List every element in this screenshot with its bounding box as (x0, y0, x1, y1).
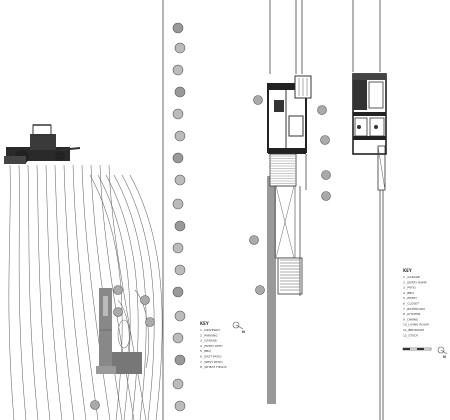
plan-north-arrow-icon: N (437, 346, 448, 359)
plan-key-item: 4 _BBQ (403, 291, 414, 295)
scale-bar (402, 347, 432, 351)
upper-floor-plan (352, 73, 387, 191)
site-key-title: KEY (200, 321, 209, 326)
plan-key-title: KEY (403, 268, 412, 273)
plan-key-item: 6 _CLOSET (403, 302, 419, 306)
plan-key-item: 1 _GARAGE (403, 275, 420, 279)
plan-key-item: 5 _ENTRY (403, 296, 417, 300)
plan-key-item: 10_LIVING ROOM (403, 323, 429, 327)
tractor-illustration (4, 124, 81, 164)
road-tree-row (90, 22, 331, 412)
site-key-item: 1 _DRIVEWAY (200, 328, 220, 332)
site-key-item: 7 _WEST PATIO (200, 360, 223, 364)
site-key-item: 2 _PARKING (200, 333, 218, 337)
site-north-label: N (242, 330, 245, 334)
site-key-item: 8 _WHEAT FIELDS (200, 365, 227, 369)
plan-key-item: 11_BEDROOM (403, 328, 424, 332)
plan-north-label: N (443, 355, 446, 359)
site-key-item: 6 _EAST PATIO (200, 355, 222, 359)
wheat-field-contours (8, 164, 163, 420)
plan-key-item: 3 _PATIO (403, 286, 417, 290)
floor-plan (267, 75, 312, 404)
plan-key-item: 8 _KITCHEN (403, 312, 420, 316)
site-key-item: 5 _BBQ (200, 349, 211, 353)
site-plan-house (96, 288, 142, 374)
plan-key-item: 9 _DINING (403, 317, 419, 321)
plan-key-item: 2 _ENTRY RAMP (403, 280, 427, 284)
site-key-item: 4 _ENTRY PATH (200, 344, 223, 348)
plan-key-item: 12_STUDY (403, 333, 418, 337)
road-lines (162, 0, 384, 420)
site-north-arrow-icon: N (232, 321, 245, 334)
site-key-item: 3 _GARAGE (200, 339, 217, 343)
plan-key-item: 7 _BATHROOM (403, 307, 425, 311)
